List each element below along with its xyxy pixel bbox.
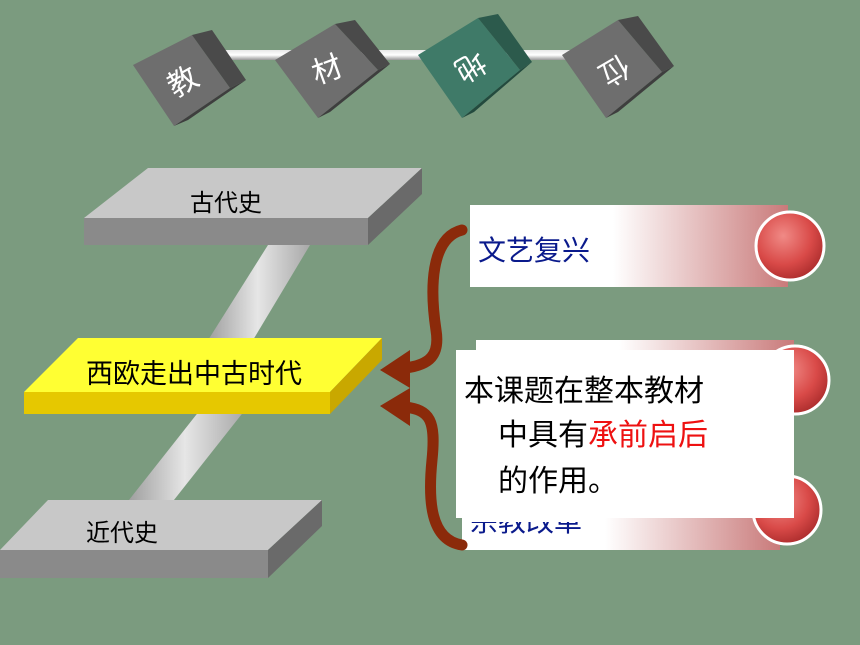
cube-jiao: 教 [133, 30, 246, 126]
note-line-2-prefix: 中具有 [498, 418, 588, 453]
platform-modern-history [0, 500, 322, 578]
note-line-1: 本课题在整本教材 [464, 374, 704, 409]
topic-pill-renaissance [470, 205, 826, 287]
platform-label-medieval-transition: 西欧走出中古时代 [86, 359, 302, 390]
cube-wei: 位 [562, 16, 674, 118]
platform-label-ancient-history: 古代史 [190, 189, 262, 217]
platform-ancient-history [84, 168, 422, 245]
note-line-3: 的作用。 [498, 464, 618, 499]
note-line-2: 中具有承前启后 [498, 414, 708, 458]
platform-medieval-transition [24, 338, 382, 414]
note-highlight-phrase: 承前启后 [588, 418, 708, 453]
cube-di: 地 [418, 14, 532, 118]
upper-curved-arrow [399, 224, 468, 374]
upper-arrowhead [380, 350, 410, 388]
curriculum-role-note: 本课题在整本教材 中具有承前启后 的作用。 [456, 350, 794, 518]
topic-label-reformation-partial: 宗教改革 [470, 522, 582, 540]
lower-diagonal-connector [125, 410, 245, 505]
topic-label-renaissance: 文艺复兴 [478, 234, 591, 267]
lower-curved-arrow [399, 401, 468, 551]
platform-label-modern-history: 近代史 [86, 519, 158, 547]
upper-diagonal-connector [205, 245, 310, 345]
cube-cai: 材 [275, 20, 390, 118]
lower-arrowhead [380, 388, 410, 426]
